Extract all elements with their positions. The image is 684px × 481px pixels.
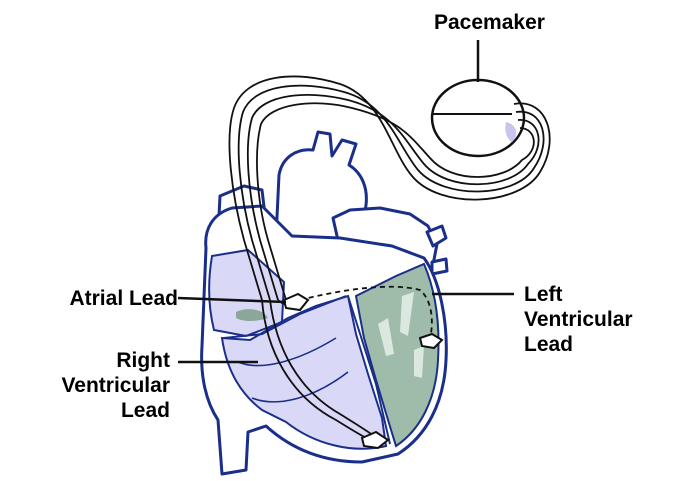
lv-label-line-3: Lead xyxy=(524,332,633,357)
left-ventricular-lead-label: Left Ventricular Lead xyxy=(524,282,633,357)
rv-label-line-1: Right xyxy=(8,348,170,373)
lv-label-line-2: Ventricular xyxy=(524,307,633,332)
pacemaker-label: Pacemaker xyxy=(434,10,545,35)
right-ventricular-lead-label: Right Ventricular Lead xyxy=(8,348,170,423)
pacemaker-device xyxy=(432,40,524,156)
rv-label-line-2: Ventricular xyxy=(8,373,170,398)
atrial-lead-label: Atrial Lead xyxy=(18,286,178,311)
pulmonary-vein-lower xyxy=(432,259,447,274)
pacemaker-body xyxy=(432,80,524,156)
lv-label-line-1: Left xyxy=(524,282,633,307)
rv-label-line-3: Lead xyxy=(8,398,170,423)
